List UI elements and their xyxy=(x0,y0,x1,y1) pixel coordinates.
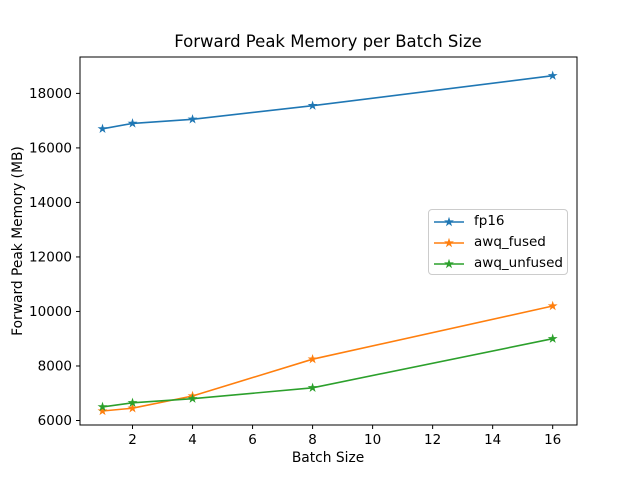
legend-marker-awq_unfused xyxy=(434,258,464,268)
data-point-marker-awq_fused xyxy=(547,300,558,311)
y-tick-label: 8000 xyxy=(38,358,72,374)
series-line-awq_unfused xyxy=(102,337,553,408)
data-point-marker-fp16 xyxy=(127,118,138,128)
data-point-marker-awq_unfused xyxy=(187,393,198,403)
data-point-marker-awq_fused xyxy=(307,353,318,364)
x-tick-label: 12 xyxy=(424,432,441,448)
legend-marker-fp16 xyxy=(434,216,464,226)
legend-marker-awq_fused xyxy=(434,237,464,247)
y-axis-label: Forward Peak Memory (MB) xyxy=(10,146,26,336)
x-tick-label: 8 xyxy=(308,432,317,448)
legend-star-sample xyxy=(444,216,454,226)
x-tick-label: 10 xyxy=(364,432,381,448)
legend-entry-awq_unfused: awq_unfused xyxy=(433,253,567,274)
chart-title: Forward Peak Memory per Batch Size xyxy=(174,32,482,51)
x-tick-label: 4 xyxy=(188,432,197,448)
data-point-marker-awq_fused xyxy=(97,405,108,416)
x-axis-label: Batch Size xyxy=(292,450,364,466)
plot-elements: 2 4 6 8 10 12 14 16 6000 8000 10000 12000 14000 16000… xyxy=(29,56,578,448)
x-tick-label: 6 xyxy=(248,432,257,448)
legend-label-awq_unfused: awq_unfused xyxy=(474,254,563,271)
x-tick-label: 16 xyxy=(544,432,561,448)
data-point-marker-awq_fused xyxy=(127,403,138,413)
series-line-awq_fused xyxy=(102,305,553,412)
legend-entry-fp16: fp16 xyxy=(433,211,567,232)
legend-star-sample xyxy=(444,258,454,268)
legend: fp16 awq_fused awq_unfused xyxy=(428,209,568,275)
series-line-fp16 xyxy=(102,74,553,130)
legend-star-sample xyxy=(444,237,454,247)
y-tick-label: 14000 xyxy=(29,195,72,211)
y-tick-label: 12000 xyxy=(29,249,72,265)
data-point-marker-fp16 xyxy=(187,114,198,124)
legend-entry-awq_fused: awq_fused xyxy=(433,232,567,253)
y-tick-label: 6000 xyxy=(38,413,72,429)
legend-label-awq_fused: awq_fused xyxy=(474,233,546,250)
x-tick-label: 14 xyxy=(484,432,501,448)
data-point-marker-awq_unfused xyxy=(127,397,138,407)
axes-spines xyxy=(79,56,578,426)
data-point-marker-awq_unfused xyxy=(307,382,318,392)
data-point-marker-fp16 xyxy=(547,70,558,80)
data-point-marker-fp16 xyxy=(307,100,318,110)
legend-label-fp16: fp16 xyxy=(474,212,505,229)
data-point-marker-awq_unfused xyxy=(97,401,108,412)
y-tick-label: 16000 xyxy=(29,140,72,156)
y-tick-label: 10000 xyxy=(29,304,72,320)
data-point-marker-fp16 xyxy=(97,123,108,134)
x-tick-label: 2 xyxy=(128,432,137,448)
data-point-marker-awq_unfused xyxy=(547,333,558,343)
y-tick-label: 18000 xyxy=(29,86,72,102)
